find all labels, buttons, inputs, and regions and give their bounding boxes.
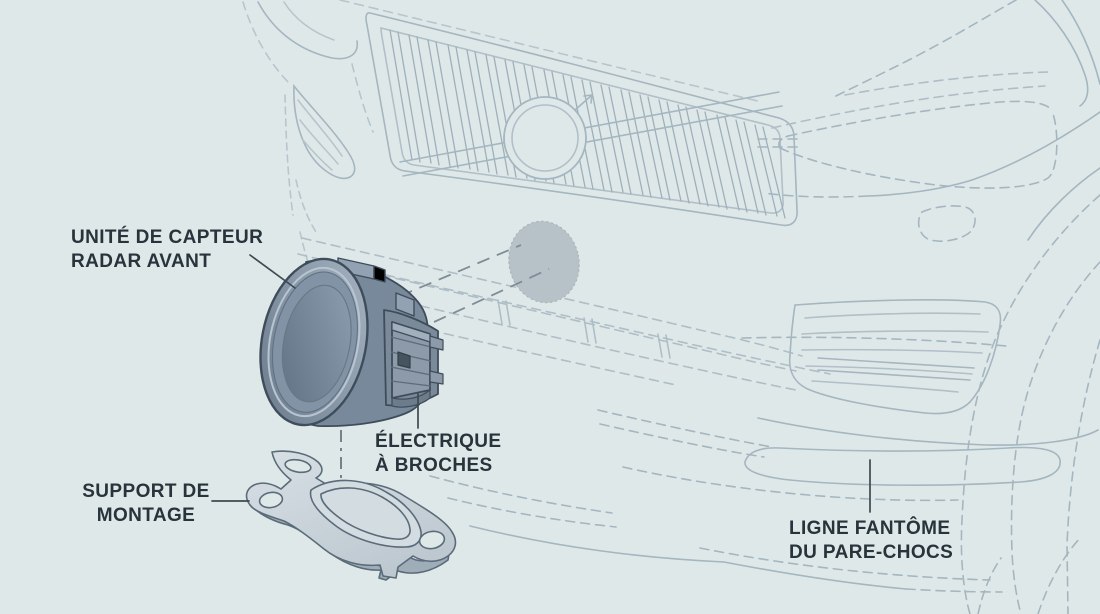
label-bumper-phantom-line1: LIGNE FANTÔME (789, 518, 951, 539)
right-headlight-outline (757, 100, 1058, 242)
projection-lines (399, 244, 550, 323)
bracket-center-pad-outer (309, 479, 422, 548)
grille (365, 12, 798, 227)
radar-sensor-unit (259, 257, 444, 428)
mounting-bracket (245, 450, 457, 581)
label-radar-sensor-line2: RADAR AVANT (71, 250, 212, 272)
connector-tab-top (429, 335, 444, 351)
bracket-slot-hole (284, 458, 312, 474)
connector-pin-window (397, 351, 411, 369)
sensor-mid-clip (395, 292, 415, 317)
connector-ribs (390, 336, 432, 387)
connector-tab-bottom (429, 370, 444, 385)
label-connector: ÉLECTRIQUE À BROCHES (375, 430, 501, 477)
lower-bumper-lines (429, 409, 1099, 614)
label-bracket-line1: SUPPORT DE (82, 481, 210, 502)
fender-and-wheel-arch (763, 111, 1100, 614)
left-headlight-outline (242, 1, 374, 133)
hood-shutline (339, 0, 763, 103)
bumper-contour-lines (297, 71, 1049, 391)
lower-grille-ticks (497, 299, 671, 359)
hood-and-pillar-lines (831, 0, 1100, 107)
car-front-line-art (242, 0, 1100, 614)
label-bracket-line2: MONTAGE (96, 504, 196, 526)
phantom-sensor-spot (508, 220, 580, 304)
label-radar-sensor: UNITÉ DE CAPTEUR RADAR AVANT (71, 226, 263, 273)
volvo-logo-circle (503, 94, 593, 180)
leader-lines (211, 254, 871, 513)
label-connector-line2: À BROCHES (375, 454, 493, 476)
label-bumper-phantom-line2: DU PARE-CHOCS (789, 541, 954, 563)
bracket-left-hole (258, 491, 284, 509)
sensor-top-clip-step (373, 265, 386, 283)
label-radar-sensor-line1: UNITÉ DE CAPTEUR (71, 227, 264, 248)
grille-slats (389, 29, 786, 219)
leader-sensor (249, 254, 296, 289)
bracket-right-hole (418, 530, 446, 550)
bracket-center-pad-inner (320, 487, 411, 540)
label-bumper-phantom: LIGNE FANTÔME DU PARE-CHOCS (789, 517, 953, 564)
connector-bottom-flange (391, 389, 431, 408)
sensor-face (259, 257, 369, 427)
sensor-connector (383, 309, 444, 408)
fog-light-vent (741, 299, 1007, 415)
label-bracket: SUPPORT DE MONTAGE (82, 480, 210, 527)
grille-diagonal-bar (399, 91, 783, 177)
label-connector-line1: ÉLECTRIQUE (375, 431, 502, 452)
